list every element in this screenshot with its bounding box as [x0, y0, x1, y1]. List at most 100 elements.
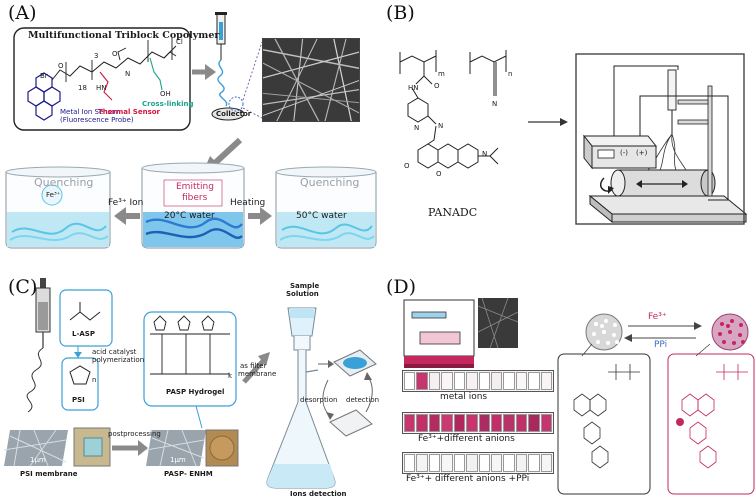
vial — [490, 454, 503, 472]
sample-label-1: Sample — [290, 282, 320, 290]
pasp-hydrogel-label: PASP Hydrogel — [166, 388, 225, 396]
beaker-center — [141, 162, 245, 249]
lasp-callout — [59, 289, 113, 347]
psi-membrane-label: PSI membrane — [20, 470, 78, 478]
vial — [453, 454, 466, 472]
copolymer-title: Multifunctional Triblock Copolymer — [28, 30, 220, 41]
sphere-dot — [612, 333, 616, 337]
syringe-icon — [35, 278, 51, 348]
fe-inside-label: Fe³⁺ — [46, 191, 61, 199]
panel-b-label: (B) — [386, 2, 415, 24]
atom-n1-b: N — [492, 100, 498, 108]
sphere-dot — [720, 322, 724, 326]
vial — [490, 414, 503, 432]
as-filter-label-1: as filter — [240, 362, 267, 370]
vial — [466, 454, 478, 472]
supply-plus: (+) — [636, 149, 648, 157]
vial — [416, 414, 428, 432]
vial — [528, 454, 540, 472]
thermal-side-chain — [99, 71, 113, 101]
sample-label-2: Solution — [286, 290, 319, 298]
atom-hn: HN — [96, 84, 107, 92]
thermal-sensor-label: Thermal Sensor — [98, 108, 161, 116]
desorption-label: desorption — [300, 396, 338, 404]
atom-o2-b: O — [404, 162, 410, 170]
structure-box-magenta — [667, 353, 755, 495]
sphere-dot — [596, 340, 600, 344]
sphere-dot — [722, 340, 726, 344]
fe-ion-label: Fe³⁺ Ion — [108, 198, 144, 208]
emitting-label-1: Emitting — [176, 182, 214, 192]
heating-label: Heating — [230, 198, 266, 208]
vial — [515, 454, 528, 472]
sphere-dot — [604, 319, 608, 323]
vial — [453, 372, 466, 390]
atom-o1: O — [58, 62, 64, 70]
as-filter-label-2: membrane — [238, 370, 277, 378]
sphere-dot — [739, 323, 743, 327]
panel-c: (C) — [0, 252, 379, 501]
polymer-chain — [51, 45, 177, 81]
vial-row-fe-anions — [402, 412, 554, 434]
pyrene-probe — [27, 72, 61, 121]
atom-o2: O — [112, 50, 118, 58]
sub-m-label: m — [438, 70, 445, 78]
supply-minus: (-) — [620, 149, 628, 157]
filtration-flask — [266, 307, 336, 489]
sphere-dot — [594, 322, 598, 326]
vial — [528, 414, 540, 432]
vial — [503, 372, 515, 390]
vial — [441, 372, 453, 390]
copolymer-box — [13, 27, 191, 131]
vial — [466, 372, 478, 390]
atom-cl: Cl — [176, 38, 183, 46]
sub-n-label: n — [508, 70, 513, 78]
vial — [428, 414, 441, 432]
panel-d-graphics — [403, 297, 755, 495]
atom-br: Br — [40, 72, 48, 80]
sphere-dot — [738, 333, 742, 337]
sub-k-c: k — [228, 372, 233, 380]
vial — [416, 454, 428, 472]
vial — [404, 372, 416, 390]
ppi-arrow-label: PPi — [654, 340, 668, 350]
sphere-dot — [741, 340, 745, 344]
atom-hn-b: HN — [408, 84, 419, 92]
panadc-label: PANADC — [428, 206, 478, 219]
sphere-dot — [728, 330, 732, 334]
panel-c-graphics — [3, 278, 377, 489]
vial-row-metal-label: metal ions — [440, 392, 488, 402]
vial — [404, 454, 416, 472]
collector-label: Collector — [216, 110, 252, 118]
sub-n-c: n — [92, 376, 97, 384]
panel-a: (A) — [0, 0, 378, 250]
sphere-dot — [615, 340, 619, 344]
atom-n4-b: N — [482, 150, 488, 158]
water-20-label: 20°C water — [164, 211, 215, 221]
vial — [478, 372, 490, 390]
sphere-dot — [592, 332, 596, 336]
atom-o1-b: O — [434, 82, 440, 90]
vial — [503, 414, 515, 432]
panel-d: (D) — [378, 252, 756, 501]
psi-label: PSI — [72, 396, 85, 404]
subscript-18: 18 — [78, 84, 87, 92]
sphere-dot — [600, 324, 604, 328]
vial — [441, 414, 453, 432]
atom-oh: OH — [160, 90, 171, 98]
sphere-dot — [613, 323, 617, 327]
fe-arrow-label: Fe³⁺ — [648, 312, 667, 322]
panel-c-label: (C) — [8, 276, 38, 298]
spinning-frame — [403, 299, 475, 357]
subscript-3: 3 — [94, 52, 99, 60]
vial — [528, 372, 540, 390]
pasp-enhm-label: PASP- ENHM — [164, 470, 213, 478]
jet — [217, 59, 228, 107]
sphere-dot — [726, 324, 730, 328]
zoom-circle — [228, 96, 244, 112]
lasp-label: L-ASP — [72, 330, 95, 338]
postprocessing-label: postprocessing — [108, 430, 161, 438]
sphere-dot — [732, 341, 736, 345]
quenching-right-label: Quenching — [300, 176, 360, 189]
sphere-dots-magenta — [712, 314, 748, 350]
